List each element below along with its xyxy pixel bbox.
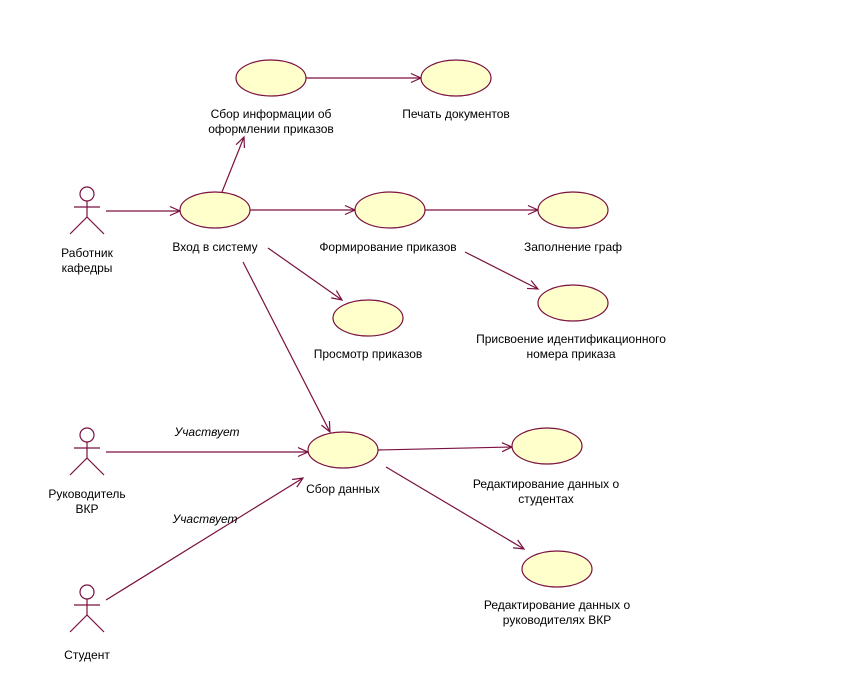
use-case-fill_fields[interactable] [537,191,609,229]
use-case-label-fill_fields: Заполнение граф [523,240,623,254]
actor-label-student: Студент [64,648,110,662]
use-case-edit_students[interactable] [511,427,583,465]
use-case-edit_supervisors[interactable] [521,550,593,588]
association-line-collect_data-edit_students[interactable] [377,446,513,451]
use-case-form_orders[interactable] [354,191,426,229]
actor-icon-supervisor[interactable] [69,427,105,476]
relation-label: Участвует [174,425,240,439]
use-case-collect_data[interactable] [307,431,379,469]
use-case-collect_info[interactable] [235,59,307,97]
use-case-view_orders[interactable] [332,299,404,337]
association-line-form_orders-assign_id[interactable] [464,251,539,290]
association-line-collect_data-edit_supervisors[interactable] [385,466,525,550]
use-case-label-collect_data: Сбор данных [306,482,380,496]
use-case-print_docs[interactable] [420,59,492,97]
arrowhead-icon [331,290,344,301]
association-line-student-collect_data[interactable] [105,477,304,601]
use-case-label-print_docs: Печать документов [402,107,510,121]
actor-icon-worker[interactable] [69,186,105,235]
association-line-login-view_orders[interactable] [267,247,343,301]
use-case-label-view_orders: Просмотр приказов [313,347,423,361]
association-line-login-collect_info[interactable] [221,136,245,193]
use-case-label-form_orders: Формирование приказов [319,240,457,254]
relation-label: Участвует [172,512,238,526]
use-case-assign_id[interactable] [537,284,609,322]
use-case-label-login: Вход в систему [172,240,258,254]
arrowhead-icon [513,539,526,550]
arrowhead-icon [292,477,305,488]
arrowhead-icon [321,420,331,434]
actor-icon-student[interactable] [69,584,105,633]
arrowhead-icon [526,280,540,290]
use-case-login[interactable] [179,191,251,229]
arrowhead-icon [235,135,246,149]
association-line-login-collect_data[interactable] [242,261,331,433]
